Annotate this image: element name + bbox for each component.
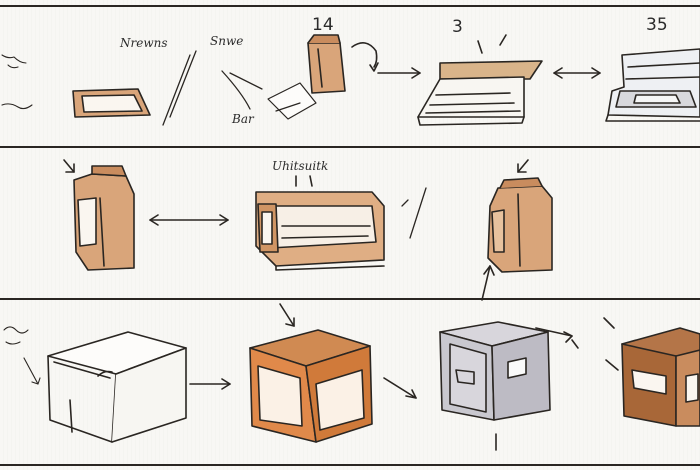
divider-bottom bbox=[0, 464, 700, 466]
orange-box-sketch bbox=[249, 329, 373, 443]
step-number-3: 3 bbox=[452, 17, 463, 37]
kraft-case-open-sketch bbox=[255, 175, 385, 271]
printer-machine-sketch bbox=[605, 48, 700, 122]
open-white-box-sketch bbox=[47, 331, 187, 443]
pencil-strokes bbox=[401, 187, 427, 239]
row-2-drawing bbox=[63, 159, 553, 301]
row-3-drawing bbox=[3, 303, 700, 451]
arrow-double-icon bbox=[553, 67, 601, 79]
pencil-strokes bbox=[162, 50, 263, 126]
divider-row-2 bbox=[0, 298, 700, 300]
divider-row-1 bbox=[0, 146, 700, 148]
step-number-14: 14 bbox=[312, 15, 334, 35]
grey-case-sketch bbox=[439, 321, 551, 451]
folded-sheet-sketch bbox=[267, 82, 317, 120]
sketch-row-1: Nrewns Snwe Bar 14 3 35 bbox=[0, 7, 700, 146]
step-number-35: 35 bbox=[646, 15, 668, 35]
open-lid-tray-sketch bbox=[417, 34, 543, 126]
arrow-diagonal-icon bbox=[535, 327, 579, 349]
kraft-box-tall-sketch bbox=[487, 177, 553, 273]
arrow-up-icon bbox=[481, 265, 495, 301]
divider-top bbox=[0, 5, 700, 7]
brown-case-sketch bbox=[603, 317, 700, 427]
handwritten-note-2: Snwe bbox=[210, 34, 244, 48]
arrow-double-icon bbox=[149, 214, 229, 226]
arrow-diagonal-icon bbox=[63, 159, 75, 173]
row-1-drawing bbox=[1, 34, 700, 126]
arrow-diagonal-icon bbox=[279, 303, 295, 327]
arrow-right-icon bbox=[189, 378, 231, 390]
arrow-diagonal-icon bbox=[517, 159, 529, 173]
handwritten-note-4: Uhitsuitk bbox=[272, 159, 329, 173]
sketch-row-2: Uhitsuitk bbox=[0, 148, 700, 301]
arrow-diagonal-icon bbox=[383, 377, 417, 399]
handwritten-note-3: Bar bbox=[232, 112, 254, 126]
kraft-box-upright-sketch bbox=[73, 165, 135, 271]
curved-arrow-icon bbox=[351, 42, 379, 72]
tray-sketch bbox=[72, 88, 151, 118]
sketch-row-3 bbox=[0, 300, 700, 464]
arrow-right-icon bbox=[377, 67, 421, 79]
ink-scribbles-left bbox=[3, 326, 41, 385]
kraft-box-small-sketch bbox=[307, 34, 346, 94]
handwritten-note-1: Nrewns bbox=[120, 36, 168, 50]
ink-scribbles-left bbox=[1, 54, 33, 110]
